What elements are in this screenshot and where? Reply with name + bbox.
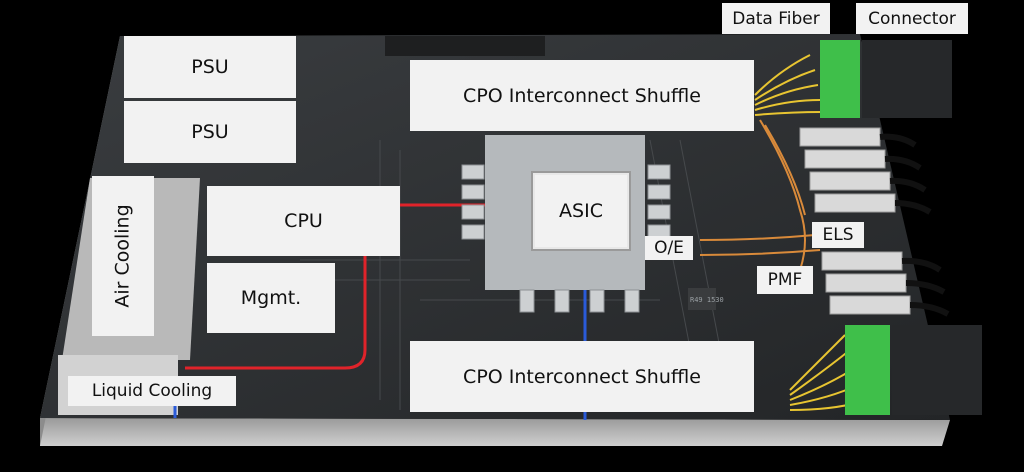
pmf-fibers [699,119,821,271]
asic-label: ASIC [535,175,627,247]
data-fiber-top [754,54,823,116]
psu-top-label: PSU [124,36,296,98]
connectors-bottom [845,325,982,415]
data-fiber-label: Data Fiber [722,3,830,34]
els-label: ELS [812,222,864,248]
liquid-cooling-label: Liquid Cooling [68,376,236,406]
chassis-front-edge [40,418,950,446]
oe-engines [461,164,671,313]
cpu-label: CPU [207,186,400,256]
air-cooling-label: Air Cooling [92,176,154,336]
cpo-shuffle-bottom-label: CPO Interconnect Shuffle [410,341,754,412]
connectors-top [820,40,952,118]
psu-bottom-label: PSU [124,101,296,163]
mgmt-label: Mgmt. [207,263,335,333]
connector-label: Connector [856,3,968,34]
air-cooling-text: Air Cooling [112,204,134,308]
top-connector-row [385,36,545,56]
oe-label: O/E [645,236,693,260]
small-chip [688,288,716,310]
pcb-traces [300,139,731,410]
els-cables [879,133,950,317]
chip-marking: R49 1530 [690,296,724,304]
els-modules [799,127,911,315]
cpo-shuffle-top-label: CPO Interconnect Shuffle [410,60,754,131]
pmf-label: PMF [757,266,813,294]
